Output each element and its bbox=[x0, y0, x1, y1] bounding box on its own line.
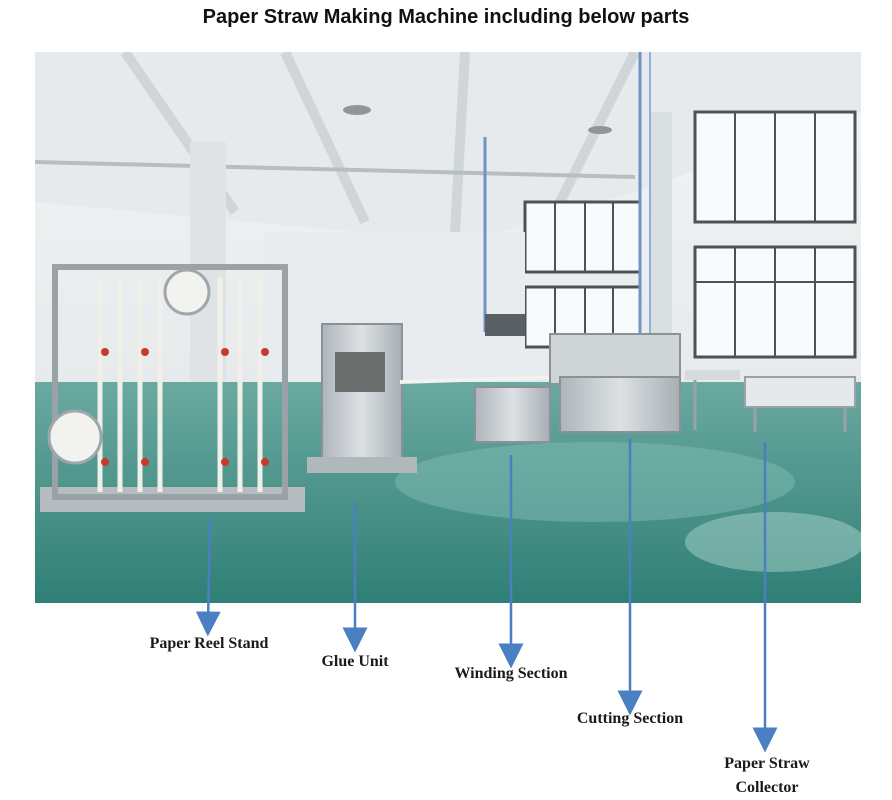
factory-photo bbox=[35, 52, 861, 603]
label-paper-straw-collector-line1: Paper Straw bbox=[724, 755, 810, 772]
label-paper-straw-collector-line2: Collector bbox=[735, 779, 799, 796]
arrow-paper-reel-stand bbox=[195, 517, 221, 637]
label-paper-reel-stand: Paper Reel Stand bbox=[149, 635, 269, 652]
page-title: Paper Straw Making Machine including bel… bbox=[202, 6, 690, 28]
label-paper-straw-collector: Paper Straw Collector bbox=[711, 752, 823, 800]
label-cutting-section: Cutting Section bbox=[576, 710, 684, 727]
label-winding-section: Winding Section bbox=[454, 665, 568, 682]
label-glue-unit: Glue Unit bbox=[321, 653, 389, 670]
